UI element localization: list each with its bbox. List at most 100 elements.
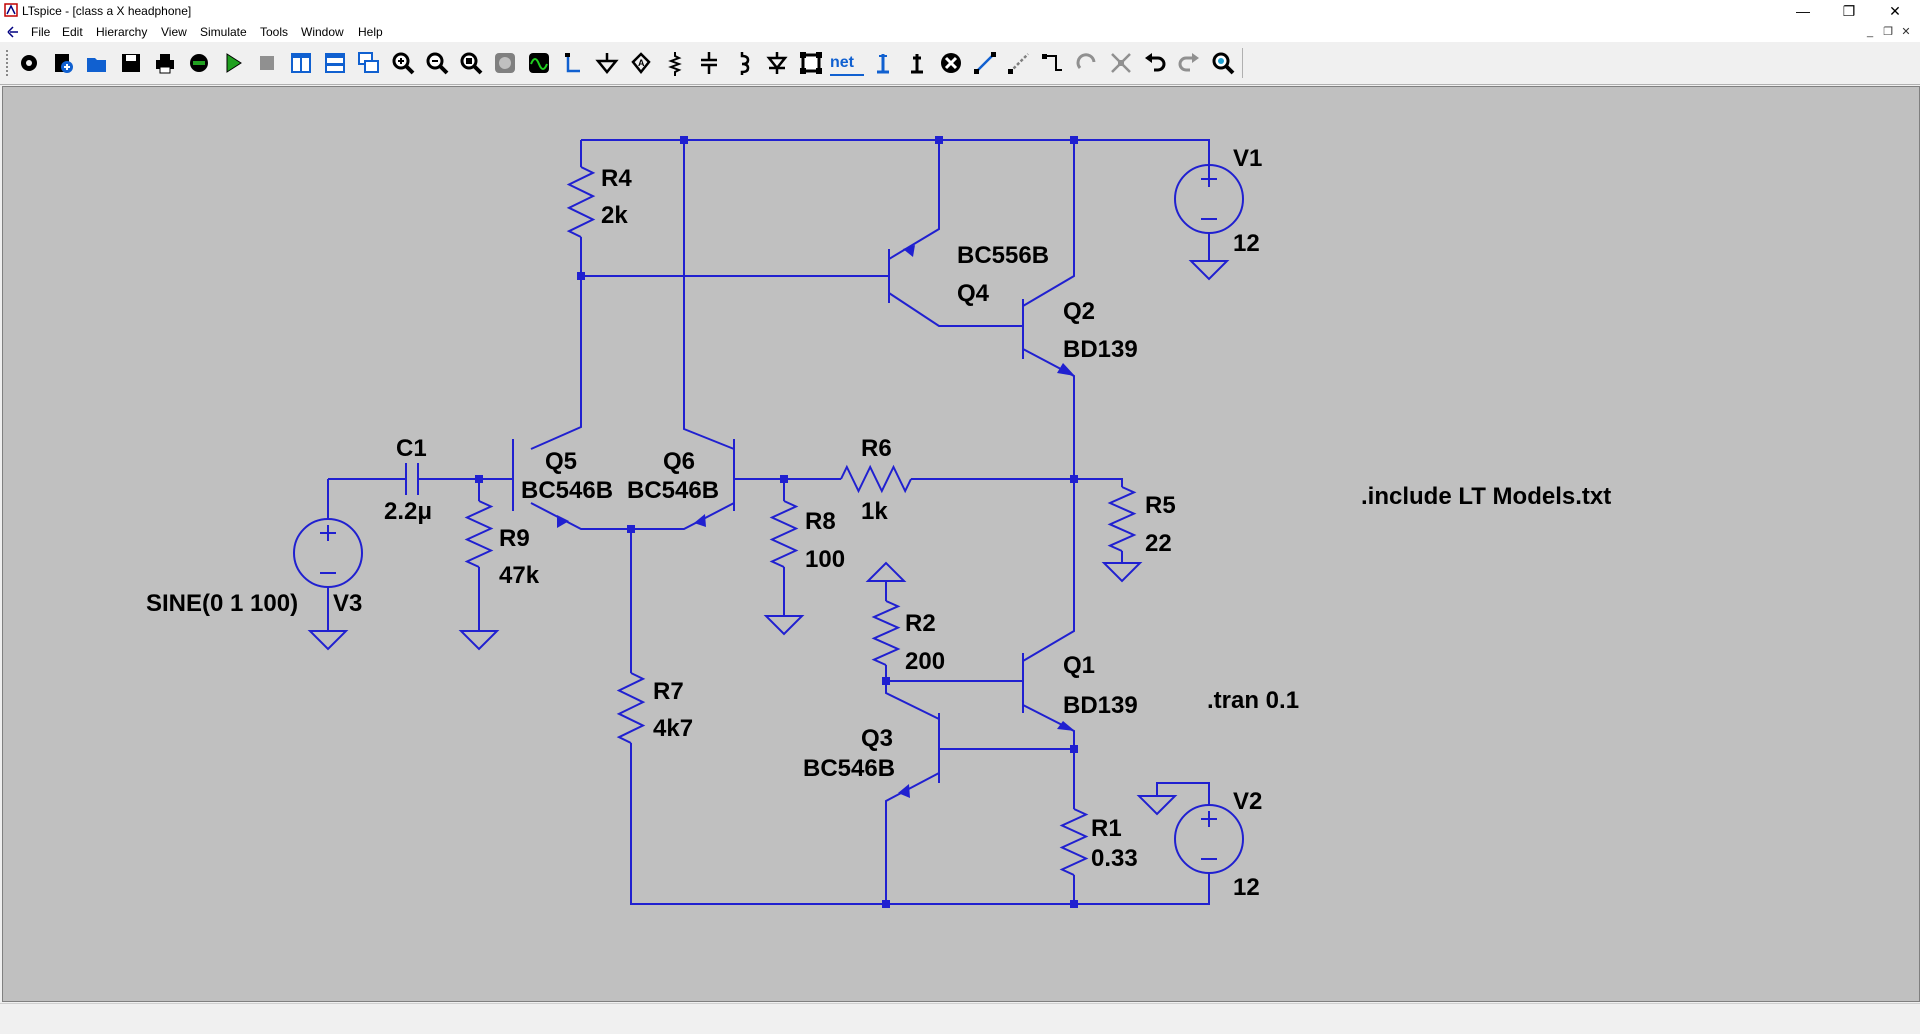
ground-r9[interactable]	[458, 630, 500, 651]
label-q6-name[interactable]: Q6	[663, 448, 695, 475]
wire-r5-top[interactable]	[1074, 478, 1123, 487]
rotate-icon[interactable]	[1074, 50, 1100, 76]
transistor-q5-arrow[interactable]	[557, 515, 569, 528]
menu-tools[interactable]: Tools	[260, 25, 289, 39]
menu-hierarchy[interactable]: Hierarchy	[96, 25, 148, 39]
label-r2-name[interactable]: R2	[905, 610, 936, 637]
transistor-q2-arrow[interactable]	[1057, 363, 1075, 376]
wire-v2-ground[interactable]	[1156, 782, 1210, 805]
move-icon[interactable]	[1006, 50, 1032, 76]
transistor-q4-collector[interactable]	[888, 292, 1023, 327]
label-r7-name[interactable]: R7	[653, 678, 684, 705]
transistor-q1-collector[interactable]	[1022, 479, 1075, 662]
label-q2-model[interactable]: BD139	[1063, 336, 1138, 363]
transistor-q1-arrow[interactable]	[1057, 721, 1075, 731]
inductor-icon[interactable]	[730, 50, 756, 76]
schematic-doc-icon[interactable]	[6, 25, 20, 39]
drag-icon[interactable]	[1040, 50, 1066, 76]
transistor-q5-collector[interactable]	[530, 276, 582, 450]
wire-top-rail[interactable]	[581, 139, 1210, 171]
resistor-r7[interactable]	[616, 672, 646, 744]
spice-directive-icon[interactable]	[904, 50, 930, 76]
label-r2-value[interactable]: 200	[905, 648, 945, 675]
transistor-q2-collector[interactable]	[1022, 140, 1075, 307]
schematic-drawing[interactable]: R42kBC556BQ4Q2BD139V112C12.2μQ5BC546BQ6B…	[3, 87, 1919, 1001]
label-r8-name[interactable]: R8	[805, 508, 836, 535]
resistor-r8[interactable]	[769, 500, 799, 568]
transistor-q4-emitter[interactable]	[888, 140, 940, 260]
resistor-icon[interactable]	[662, 50, 688, 76]
save-icon[interactable]	[118, 50, 144, 76]
child-restore-icon[interactable]: ❐	[1883, 26, 1893, 38]
bill-of-materials-icon[interactable]	[186, 50, 212, 76]
ground-v2[interactable]	[1136, 795, 1178, 816]
menu-help[interactable]: Help	[358, 25, 383, 39]
label-r9-value[interactable]: 47k	[499, 562, 540, 589]
ground-r2[interactable]	[865, 561, 907, 582]
child-close-icon[interactable]: ✕	[1901, 26, 1911, 38]
capacitor-c1[interactable]	[405, 463, 419, 495]
control-panel-icon[interactable]	[16, 50, 42, 76]
tile-vertical-icon[interactable]	[288, 50, 314, 76]
voltage-source-v1-plus[interactable]	[1201, 171, 1217, 187]
transistor-q6-collector[interactable]	[683, 140, 735, 450]
resistor-r6[interactable]	[840, 464, 912, 494]
menu-simulate[interactable]: Simulate	[200, 25, 247, 39]
label-q1-name[interactable]: Q1	[1063, 652, 1095, 679]
label-q5-name[interactable]: Q5	[545, 448, 577, 475]
menu-edit[interactable]: Edit	[62, 25, 83, 39]
label-q1-model[interactable]: BD139	[1063, 692, 1138, 719]
ground-v3[interactable]	[307, 630, 349, 651]
wire-junction[interactable]	[935, 136, 943, 144]
resistor-r4[interactable]	[566, 166, 596, 238]
label-v3-name[interactable]: V3	[333, 590, 362, 617]
zoom-in-icon[interactable]	[390, 50, 416, 76]
label-r1-value[interactable]: 0.33	[1091, 845, 1138, 872]
label-c1-value[interactable]: 2.2μ	[384, 498, 432, 525]
spice-directive-tran[interactable]: .tran 0.1	[1207, 687, 1299, 714]
zoom-out-icon[interactable]	[424, 50, 450, 76]
label-q5-model[interactable]: BC546B	[521, 477, 613, 504]
resistor-r1[interactable]	[1059, 808, 1089, 876]
label-v1-value[interactable]: 12	[1233, 230, 1260, 257]
label-icon[interactable]: A	[628, 50, 654, 76]
ground-r8[interactable]	[763, 615, 805, 636]
wire-icon[interactable]	[560, 50, 586, 76]
label-q4-name[interactable]: Q4	[957, 280, 990, 307]
delete-icon[interactable]	[938, 50, 964, 76]
diode-icon[interactable]	[764, 50, 790, 76]
close-icon[interactable]: ✕	[1889, 3, 1901, 19]
print-icon[interactable]	[152, 50, 178, 76]
capacitor-icon[interactable]	[696, 50, 722, 76]
text-icon[interactable]	[870, 50, 896, 76]
transistor-q1-emitter[interactable]	[1022, 704, 1075, 749]
new-schematic-icon[interactable]	[50, 50, 76, 76]
halt-icon[interactable]	[254, 50, 280, 76]
label-r9-name[interactable]: R9	[499, 525, 530, 552]
transistor-q4-arrow[interactable]	[903, 245, 915, 257]
label-q4-model[interactable]: BC556B	[957, 242, 1049, 269]
ground-v1[interactable]	[1188, 260, 1230, 281]
zoom-fit-icon[interactable]	[458, 50, 484, 76]
net-label-text[interactable]: net	[830, 50, 864, 76]
label-v2-value[interactable]: 12	[1233, 874, 1260, 901]
label-r4-value[interactable]: 2k	[601, 202, 628, 229]
menu-window[interactable]: Window	[301, 25, 344, 39]
find-icon[interactable]	[1210, 50, 1236, 76]
label-v3-source[interactable]: SINE(0 1 100)	[146, 590, 298, 617]
zoom-extents-icon[interactable]	[492, 50, 518, 76]
label-r5-name[interactable]: R5	[1145, 492, 1176, 519]
minimize-icon[interactable]: —	[1796, 3, 1810, 19]
label-q6-model[interactable]: BC546B	[627, 477, 719, 504]
label-r1-name[interactable]: R1	[1091, 815, 1122, 842]
cascade-icon[interactable]	[356, 50, 382, 76]
transistor-q3-arrow[interactable]	[898, 784, 910, 798]
transistor-q6-emitter[interactable]	[631, 502, 735, 530]
label-r4-name[interactable]: R4	[601, 165, 632, 192]
transistor-q3-emitter[interactable]	[885, 772, 940, 904]
label-r5-value[interactable]: 22	[1145, 530, 1172, 557]
label-r7-value[interactable]: 4k7	[653, 715, 693, 742]
voltage-source-v3-plus[interactable]	[320, 525, 336, 541]
resistor-r9[interactable]	[464, 500, 494, 568]
redo-icon[interactable]	[1176, 50, 1202, 76]
